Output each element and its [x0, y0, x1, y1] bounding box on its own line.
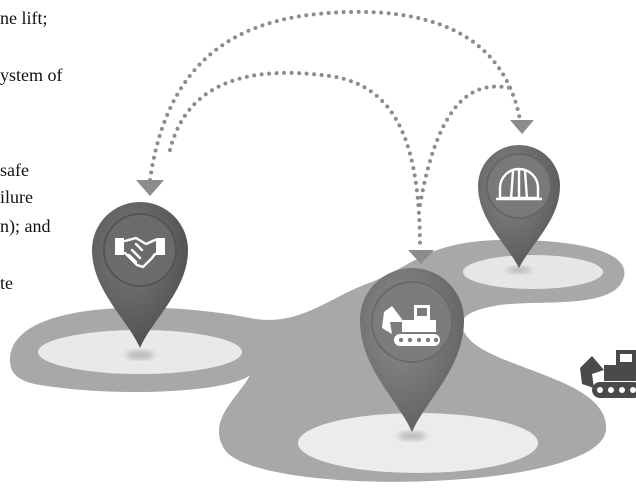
connector-arc-inner	[418, 84, 512, 207]
pin-right	[478, 145, 560, 268]
path-oval-center	[298, 413, 538, 473]
excavator-icon	[382, 305, 440, 346]
handshake-icon	[115, 236, 165, 269]
hard-hat-icon	[496, 167, 542, 201]
corner-excavator-icon	[580, 350, 636, 398]
connector-arc-outer	[148, 9, 522, 182]
connector-arc-middle	[168, 70, 422, 252]
text-fragment-3: safe	[0, 160, 29, 180]
path-oval-right	[463, 255, 603, 289]
dotted-connector-arcs	[148, 9, 522, 252]
arrowhead-center-pin	[408, 250, 434, 264]
arrowhead-left-pin	[136, 180, 164, 196]
text-fragment-6: te	[0, 273, 13, 293]
text-fragment-2: ystem of	[0, 65, 63, 85]
pin-left	[92, 202, 188, 348]
text-fragment-1: ne lift;	[0, 8, 48, 28]
pin-center	[360, 268, 464, 432]
text-fragment-4: ilure	[0, 187, 33, 207]
arrowhead-right-pin	[510, 120, 534, 134]
text-fragment-5: n); and	[0, 216, 51, 236]
